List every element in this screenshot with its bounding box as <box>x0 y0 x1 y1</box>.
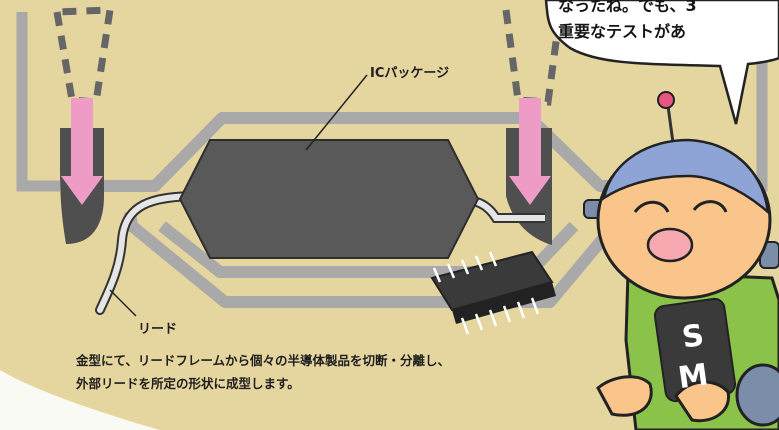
left-die-frame <box>16 12 60 192</box>
speech-bubble-text: なったね。でも、3 重要なテストがあ <box>558 0 697 45</box>
left-lead-highlight <box>97 193 203 313</box>
caption: 金型にて、リードフレームから個々の半導体製品を切断・分離し、 外部リードを所定の… <box>76 349 450 395</box>
speech-bubble-line: 重要なテストがあ <box>558 22 687 41</box>
inner-lead-frame <box>158 221 579 278</box>
speech-bubble-line: なったね。でも、3 <box>558 0 697 15</box>
lead-label: リード <box>138 322 178 337</box>
ic-chip-icon <box>430 250 556 335</box>
left-arrow-icon <box>61 98 103 205</box>
speech-bubble <box>544 0 779 125</box>
lead-leader-line <box>109 289 137 317</box>
caption-line: 外部リードを所定の形状に成型します。 <box>76 376 300 391</box>
caption-line: 金型にて、リードフレームから個々の半導体製品を切断・分離し、 <box>76 353 451 368</box>
left-punch-outline <box>52 6 115 106</box>
ic-leader-line <box>305 74 368 151</box>
chest-letter-m: M <box>676 357 710 396</box>
chest-letter-s: S <box>680 318 706 356</box>
right-arrow-icon <box>509 98 551 205</box>
ic-package-label: ICパッケージ <box>370 66 450 81</box>
mascot-robot <box>583 91 779 430</box>
ic-package-body <box>178 139 480 259</box>
